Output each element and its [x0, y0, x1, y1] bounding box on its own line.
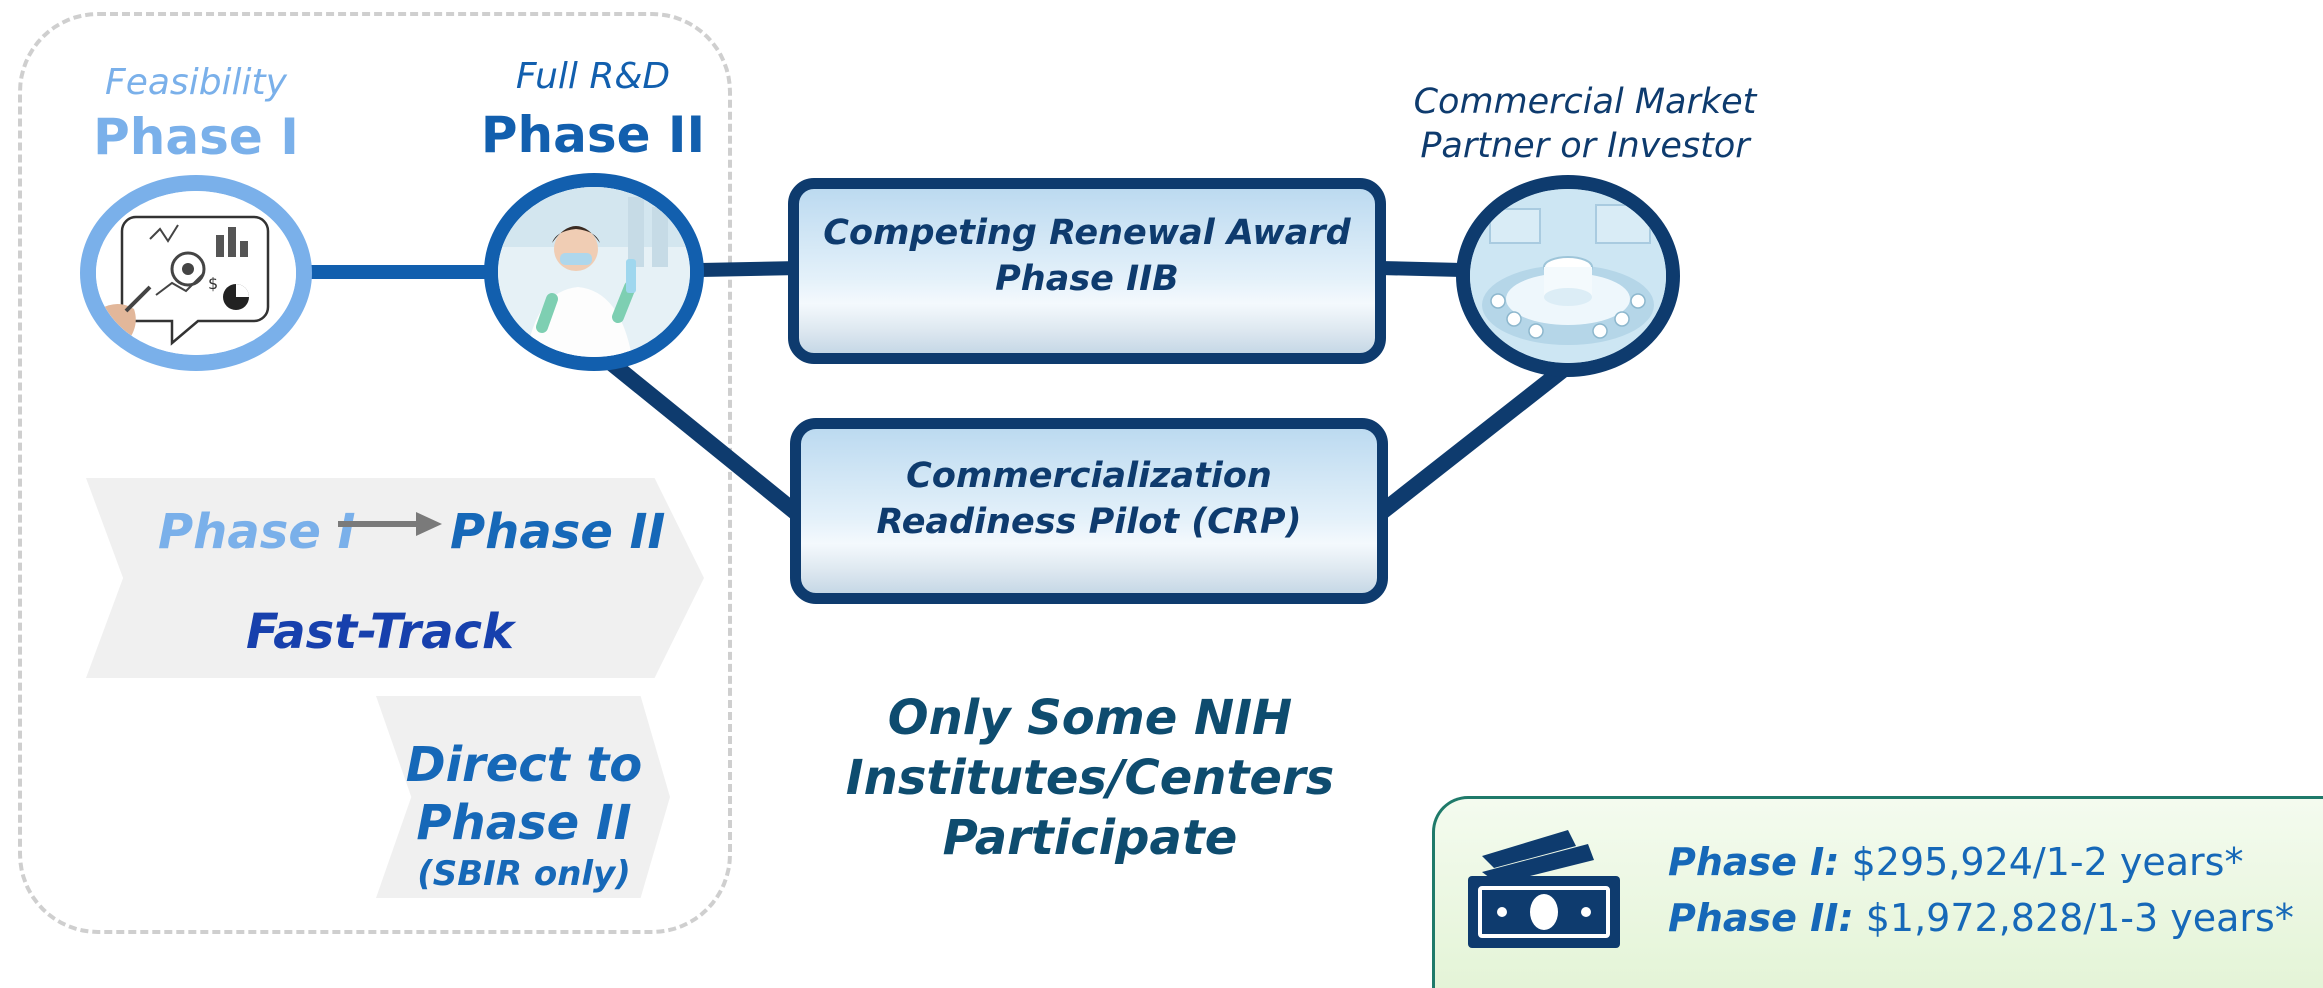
market-label: Commercial Market Partner or Investor [1395, 80, 1775, 168]
phase1-circle: $ [80, 175, 312, 371]
direct-line2: Phase II [416, 795, 632, 851]
fast-track-label: Fast-Track [246, 604, 514, 660]
phase2-circle [484, 173, 704, 371]
crp-box: Commercialization Readiness Pilot (CRP) [790, 418, 1388, 604]
phase1-title: Phase I [93, 108, 299, 166]
participation-note-line2: Institutes/Centers [845, 750, 1335, 806]
funding-phase1-value: $295,924/1-2 years* [1851, 840, 2244, 884]
direct-label: Direct to Phase II (SBIR only) [404, 736, 644, 896]
participation-note: Only Some NIH Institutes/Centers Partici… [840, 688, 1340, 868]
funding-phase2-value: $1,972,828/1-3 years* [1865, 896, 2294, 940]
phase2-subtitle: Full R&D [515, 56, 671, 97]
competing-renewal-line1: Competing Renewal Award [823, 213, 1351, 253]
connector-renewal-market [1379, 261, 1463, 277]
scientist-lab-icon [498, 187, 690, 357]
competing-renewal-line2: Phase IIB [995, 259, 1179, 299]
sketch-illustration-icon: $ [96, 191, 296, 355]
direct-line1: Direct to [405, 737, 643, 793]
market-label-line1: Commercial Market [1413, 82, 1757, 122]
funding-phase2: Phase II: $1,972,828/1-3 years* [1668, 896, 2294, 940]
crp-line2: Readiness Pilot (CRP) [876, 502, 1302, 542]
lab-equipment-icon [1470, 189, 1666, 363]
crp-line1: Commercialization [906, 456, 1272, 496]
fast-track-from: Phase I [158, 504, 356, 560]
participation-note-line1: Only Some NIH [887, 690, 1293, 746]
funding-phase2-label: Phase II: [1668, 896, 1854, 940]
connector-phase2-renewal [699, 261, 801, 277]
funding-phase1-label: Phase I: [1668, 840, 1840, 884]
phase1-subtitle: Feasibility [105, 62, 287, 103]
fast-track-chevron [86, 478, 704, 678]
market-label-line2: Partner or Investor [1420, 126, 1750, 166]
phase2-title: Phase II [480, 106, 706, 164]
fast-track-to: Phase II [450, 504, 666, 560]
phase-options-region [18, 12, 732, 934]
direct-chevron [376, 696, 670, 898]
arrow-right-icon [338, 512, 442, 536]
svg-text:$: $ [208, 274, 218, 293]
market-circle [1456, 175, 1680, 377]
money-bill-icon [1468, 830, 1620, 948]
competing-renewal-box: Competing Renewal Award Phase IIB [788, 178, 1386, 364]
connector-phase2-crp [604, 355, 806, 523]
connector-crp-market [1377, 359, 1573, 519]
direct-note: (SBIR only) [417, 854, 631, 894]
funding-phase1: Phase I: $295,924/1-2 years* [1668, 840, 2243, 884]
participation-note-line3: Participate [942, 810, 1238, 866]
